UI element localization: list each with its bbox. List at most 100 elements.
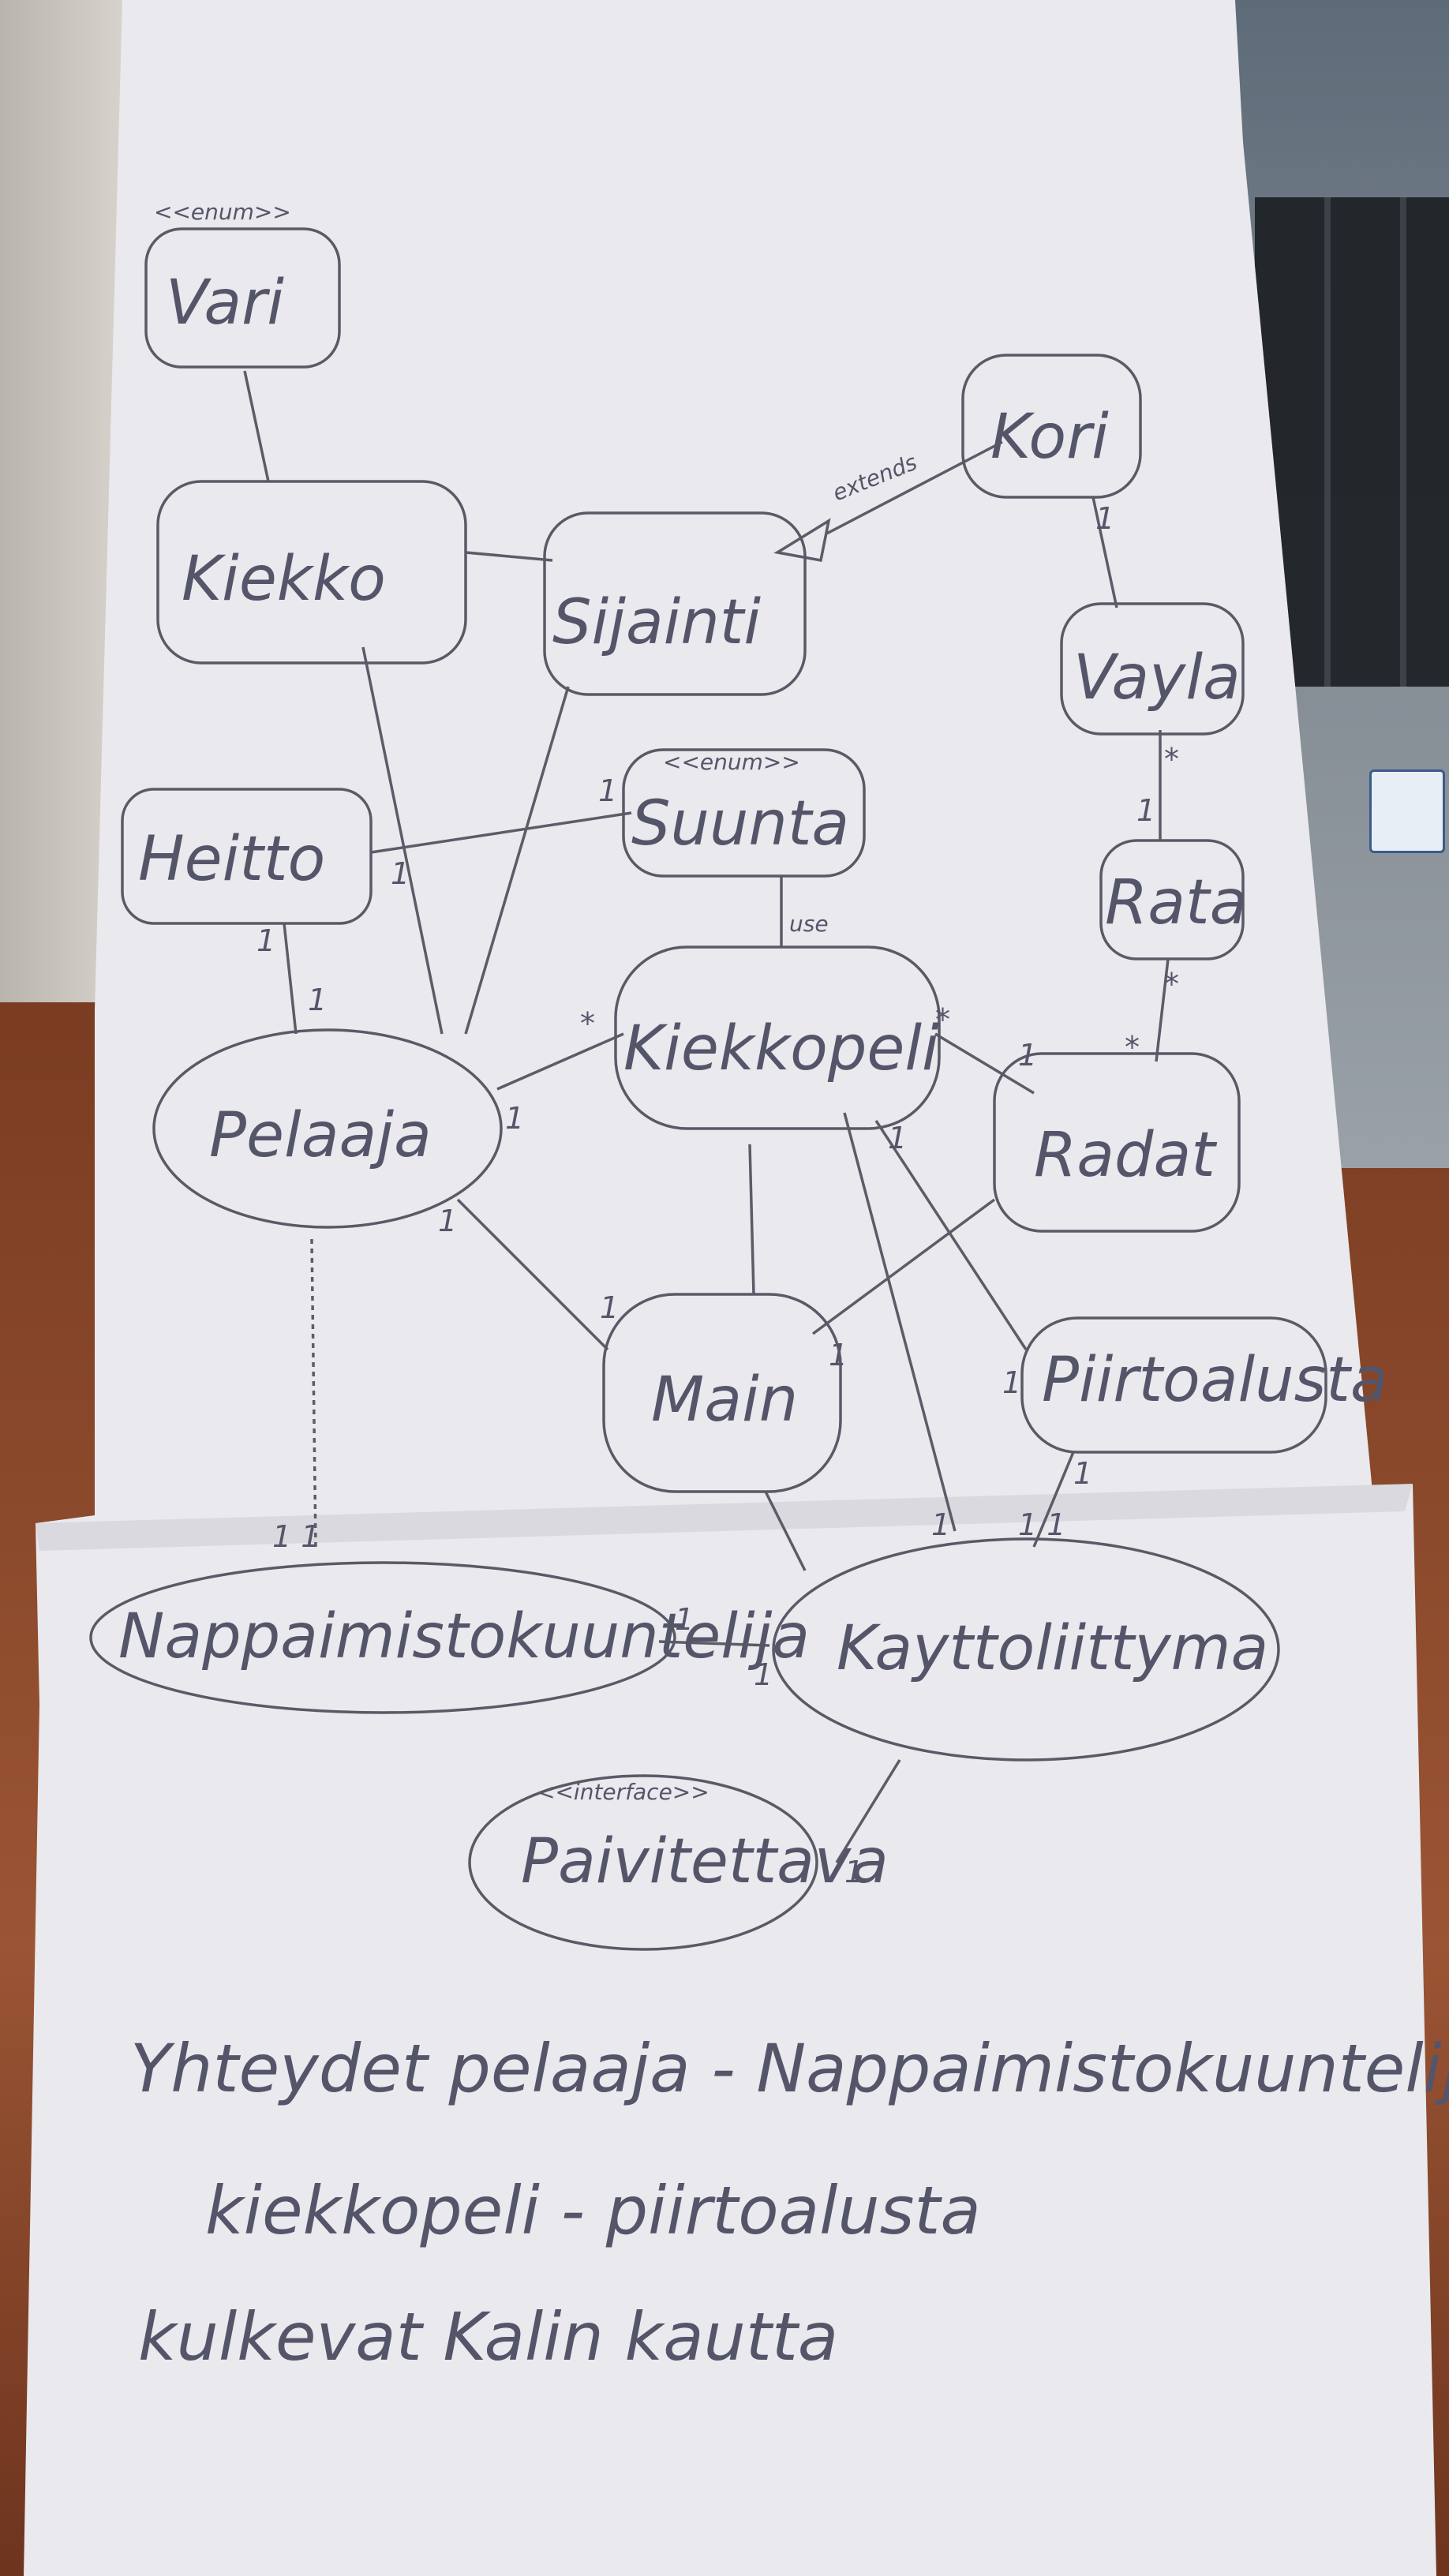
sijainti-label: Sijainti xyxy=(552,587,761,658)
mult-heitto-bottom: 1 xyxy=(256,923,275,958)
note-line-1: Yhteydet pelaaja - Nappaimistokuuntelija… xyxy=(130,2030,1449,2107)
node-rata: Rata xyxy=(1099,839,1247,960)
edge-kayttoliittyma-paivitettava xyxy=(835,1759,901,1863)
edge-nappaimisto-kayttoliittyma xyxy=(658,1640,770,1647)
pelaaja-box xyxy=(152,1028,503,1229)
mult-vayla-top: 1 xyxy=(1095,501,1114,536)
edge-kiekkopeli-kayttoliittyma xyxy=(843,1112,957,1532)
paivitettava-label: Paivitettava xyxy=(521,1826,889,1897)
rata-box xyxy=(1099,839,1245,960)
mult-paivitettava-right: 1 xyxy=(844,1855,863,1889)
handwritten-note: Yhteydet pelaaja - Nappaimistokuuntelija… xyxy=(130,2030,1449,2376)
edge-kiekko-sijainti xyxy=(465,551,553,562)
use-label: use xyxy=(789,911,829,937)
mult-piirtoalusta-bottom: 1 xyxy=(1073,1456,1092,1491)
radat-label: Radat xyxy=(1034,1120,1217,1191)
mult-kiekkopeli-left: * xyxy=(580,1006,595,1041)
main-label: Main xyxy=(651,1365,798,1436)
mult-rata-top: 1 xyxy=(1136,793,1155,828)
sijainti-box xyxy=(543,511,807,696)
nodes: <<enum>> Vari Kiekko Sijainti Kori Vayla xyxy=(89,199,1388,1951)
edge-kiekkopeli-main xyxy=(748,1144,755,1295)
paivitettava-box xyxy=(468,1774,818,1951)
mult-kiekkopeli-right: * xyxy=(935,1002,950,1037)
mult-rata-bottom: * xyxy=(1164,967,1179,1002)
node-heitto: Heitto xyxy=(121,788,373,925)
nappaimistokuuntelija-label: Nappaimistokuuntelija xyxy=(118,1601,810,1672)
edge-pelaaja-nappaimisto xyxy=(310,1238,317,1548)
mult-piirtoalusta-left: 1 xyxy=(1002,1365,1021,1400)
rata-label: Rata xyxy=(1105,867,1247,938)
suunta-stereotype: <<enum>> xyxy=(663,749,800,775)
vari-box xyxy=(144,227,341,369)
node-kori: Kori xyxy=(961,354,1142,499)
mult-radat-left: 1 xyxy=(1018,1038,1037,1073)
mult-pelaaja-bottom: 1 xyxy=(438,1204,457,1238)
nappaimistokuuntelija-box xyxy=(89,1561,676,1714)
edge-kori-sijainti xyxy=(820,440,1003,538)
node-suunta: <<enum>> Suunta xyxy=(622,748,866,878)
mult-vayla-bottom: * xyxy=(1164,742,1179,777)
node-main: Main xyxy=(602,1293,842,1493)
node-vari: <<enum>> Vari xyxy=(144,199,341,369)
multiplicities: 1 * 1 * * * * 1 1 1 1 1 1 1 1 1 1 1 1 1 … xyxy=(256,501,1179,1889)
node-kiekko: Kiekko xyxy=(156,480,467,665)
mult-kayttoliittyma-top: 1 xyxy=(931,1507,950,1542)
edge-heitto-suunta xyxy=(370,811,632,854)
edge-rata-radat xyxy=(1155,958,1170,1062)
edge-main-kayttoliittyma xyxy=(764,1491,807,1571)
note-line-3: kulkevat Kalin kautta xyxy=(138,2298,838,2376)
heitto-label: Heitto xyxy=(138,824,325,895)
mult-radat-top: * xyxy=(1125,1030,1140,1065)
mult-main-right: 1 xyxy=(829,1338,848,1372)
note-line-2: kiekkopeli - piirtoalusta xyxy=(205,2172,981,2249)
edges xyxy=(243,370,1170,1863)
edge-kiekko-pelaaja xyxy=(361,646,444,1035)
kori-box xyxy=(961,354,1142,499)
node-radat: Radat xyxy=(993,1052,1241,1233)
node-vayla: Vayla xyxy=(1060,602,1245,736)
mult-nappaimisto-top: 1 1 xyxy=(272,1519,320,1554)
node-sijainti: Sijainti xyxy=(543,511,807,696)
mult-kiekkopeli-bottom: 1 xyxy=(888,1121,907,1155)
node-nappaimistokuuntelija: Nappaimistokuuntelija xyxy=(89,1561,810,1714)
mult-pelaaja-top: 1 xyxy=(308,983,327,1017)
kayttoliittyma-label: Kayttoliittyma xyxy=(837,1613,1268,1684)
edge-kori-vayla xyxy=(1091,496,1118,608)
vayla-box xyxy=(1060,602,1245,736)
suunta-label: Suunta xyxy=(631,788,849,859)
edge-pelaaja-main xyxy=(456,1198,609,1351)
edge-vari-kiekko xyxy=(243,370,270,482)
node-paivitettava: <<interface>> Paivitettava xyxy=(468,1774,889,1951)
edge-kiekkopeli-radat xyxy=(934,1032,1035,1095)
node-kiekkopeli: Kiekkopeli xyxy=(614,945,941,1130)
edge-heitto-pelaaja xyxy=(283,923,298,1035)
edge-pelaaja-kiekkopeli xyxy=(496,1032,624,1091)
edge-kiekkopeli-piirtoalusta xyxy=(874,1120,1028,1350)
edge-piirtoalusta-kayttoliittyma xyxy=(1032,1451,1075,1548)
mult-suunta-left: 1 xyxy=(598,773,617,808)
kiekko-label: Kiekko xyxy=(182,544,386,615)
mult-main-top: 1 xyxy=(600,1290,619,1325)
mult-nappaimisto-right: 1 xyxy=(675,1602,694,1637)
mult-kiekko-right: 1 xyxy=(391,856,410,891)
kori-label: Kori xyxy=(990,402,1109,473)
kiekkopeli-box xyxy=(614,945,941,1130)
kayttoliittyma-box xyxy=(772,1537,1280,1762)
piirtoalusta-box xyxy=(1020,1316,1327,1454)
piirtoalusta-label: Piirtoalusta xyxy=(1042,1345,1388,1416)
node-pelaaja: Pelaaja xyxy=(152,1028,503,1229)
kiekkopeli-label: Kiekkopeli xyxy=(623,1013,939,1084)
laptop-sticker xyxy=(1369,769,1445,853)
pelaaja-label: Pelaaja xyxy=(209,1100,432,1171)
suunta-box xyxy=(622,748,866,878)
node-piirtoalusta: Piirtoalusta xyxy=(1020,1316,1388,1454)
heitto-box xyxy=(121,788,373,925)
paivitettava-stereotype: <<interface>> xyxy=(537,1779,710,1805)
vari-label: Vari xyxy=(166,268,284,339)
paper-fold xyxy=(36,1484,1413,1551)
main-box xyxy=(602,1293,842,1493)
paper xyxy=(24,0,1436,2576)
